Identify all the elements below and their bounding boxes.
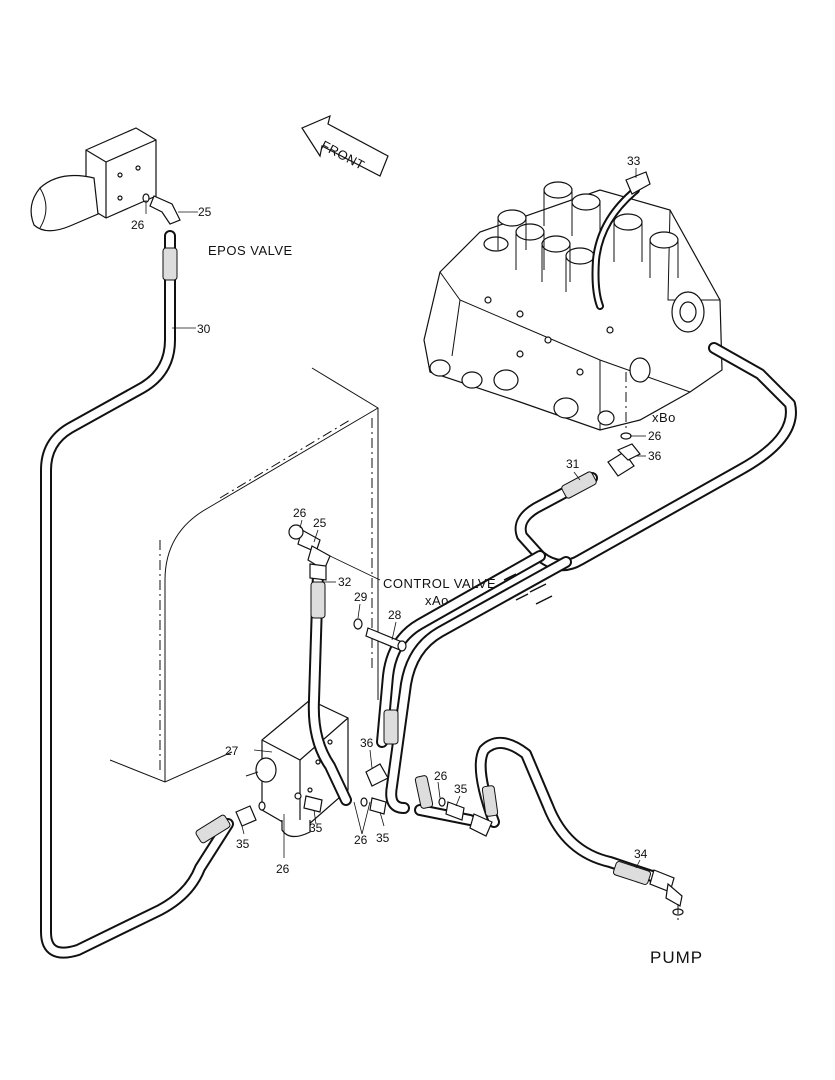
callout-26: 26: [276, 862, 290, 876]
callout-35: 35: [309, 821, 323, 835]
callout-25: 25: [198, 205, 212, 219]
frame-outline: [109, 367, 379, 783]
epos-valve-assembly: [30, 127, 181, 232]
callout-36: 36: [648, 449, 662, 463]
xbo-label: xBo: [652, 410, 676, 425]
callout-25: 25: [313, 516, 327, 530]
callout-32: 32: [338, 575, 352, 589]
callout-34: 34: [634, 847, 648, 861]
callout-35: 35: [376, 831, 390, 845]
pilot-filter-block: [245, 699, 349, 838]
hose-crimp-sleeves: [162, 247, 652, 885]
callout-27: 27: [225, 744, 239, 758]
fittings: [235, 372, 684, 920]
callout-26: 26: [354, 833, 368, 847]
valve-spools: [483, 181, 679, 292]
hoses: [40, 230, 797, 959]
callout-30: 30: [197, 322, 211, 336]
callout-26: 26: [434, 769, 448, 783]
control-valve-label: CONTROL VALVE: [383, 576, 496, 591]
callout-26: 26: [648, 429, 662, 443]
xao-label: xAo: [425, 593, 449, 608]
callout-29: 29: [354, 590, 368, 604]
callout-26: 26: [293, 506, 307, 520]
leader-lines: [145, 168, 646, 869]
pump-label: PUMP: [650, 948, 703, 967]
callout-35: 35: [454, 782, 468, 796]
callout-26: 26: [131, 218, 145, 232]
epos-valve-label: EPOS VALVE: [208, 243, 293, 258]
callout-28: 28: [388, 608, 402, 622]
callout-36: 36: [360, 736, 374, 750]
callout-33: 33: [627, 154, 641, 168]
callout-31: 31: [566, 457, 580, 471]
main-control-valve: [423, 171, 723, 431]
front-arrow: FRONT: [301, 114, 389, 177]
callout-35: 35: [236, 837, 250, 851]
